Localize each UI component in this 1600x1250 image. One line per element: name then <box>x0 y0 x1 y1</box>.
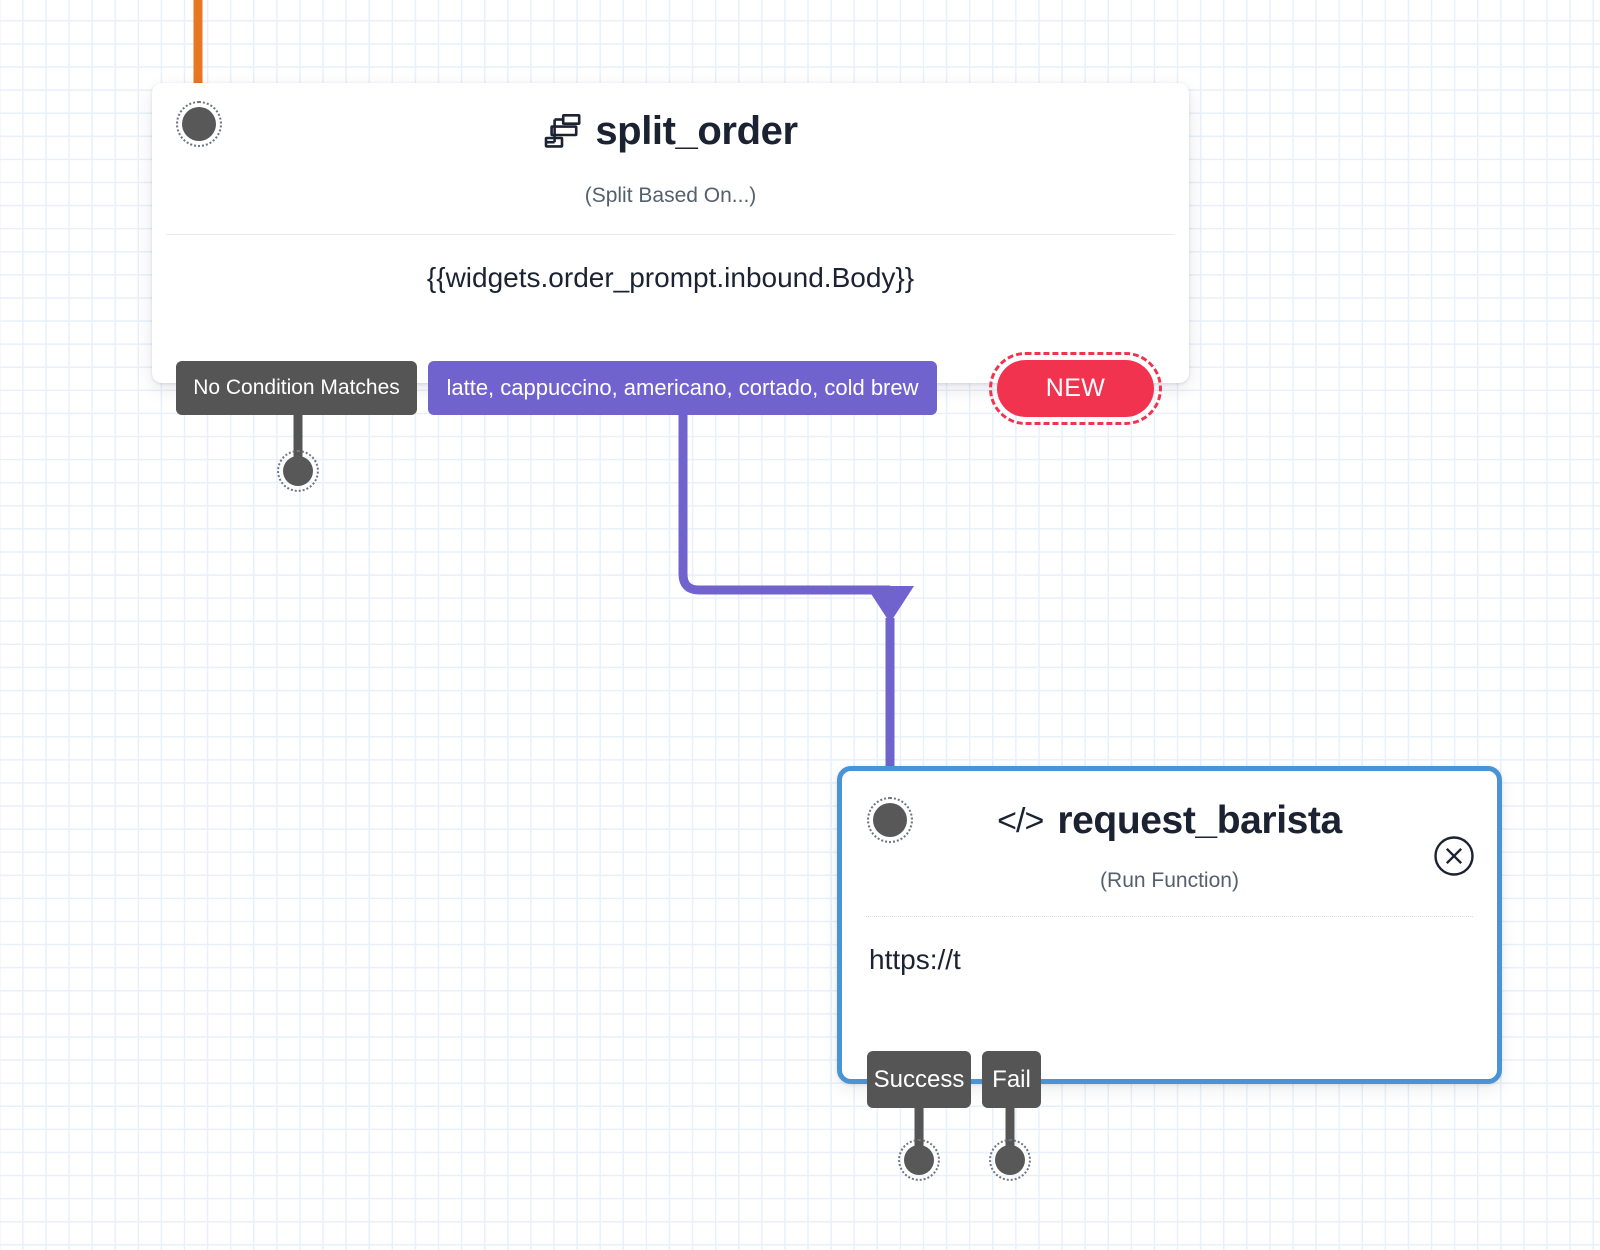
connector-arrowhead <box>866 586 914 623</box>
node-request-barista-title: request_barista <box>1057 799 1342 842</box>
connector-condition-to-request-barista <box>678 414 890 595</box>
node-split-order-expression: {{widgets.order_prompt.inbound.Body}} <box>426 262 915 293</box>
node-request-barista-url: https://t <box>869 944 961 975</box>
node-split-order[interactable]: split_order (Split Based On...) {{widget… <box>152 83 1189 383</box>
node-split-order-title: split_order <box>595 109 798 153</box>
output-chip-success[interactable]: Success <box>867 1051 971 1108</box>
node-request-barista[interactable]: </> request_barista (Run Function) https… <box>837 766 1502 1084</box>
close-icon[interactable] <box>1433 835 1475 877</box>
input-port-split-order[interactable] <box>176 101 222 147</box>
new-condition-button[interactable]: NEW <box>997 360 1154 417</box>
output-chip-no-condition-matches[interactable]: No Condition Matches <box>176 361 417 415</box>
node-request-barista-header: </> request_barista <box>842 801 1497 840</box>
code-icon: </> <box>997 801 1044 840</box>
node-request-barista-divider <box>866 916 1473 917</box>
node-split-order-subtitle: (Split Based On...) <box>584 184 757 207</box>
input-port-request-barista[interactable] <box>867 797 913 843</box>
output-chip-fail[interactable]: Fail <box>982 1051 1041 1108</box>
output-chip-condition[interactable]: latte, cappuccino, americano, cortado, c… <box>428 361 937 415</box>
output-port-fail[interactable] <box>989 1139 1031 1181</box>
node-split-order-header: split_order <box>152 111 1189 151</box>
output-port-success[interactable] <box>898 1139 940 1181</box>
node-request-barista-subtitle: (Run Function) <box>1100 869 1239 892</box>
split-icon <box>543 113 581 149</box>
node-split-order-divider <box>166 234 1175 235</box>
output-port-no-condition-matches[interactable] <box>277 450 319 492</box>
